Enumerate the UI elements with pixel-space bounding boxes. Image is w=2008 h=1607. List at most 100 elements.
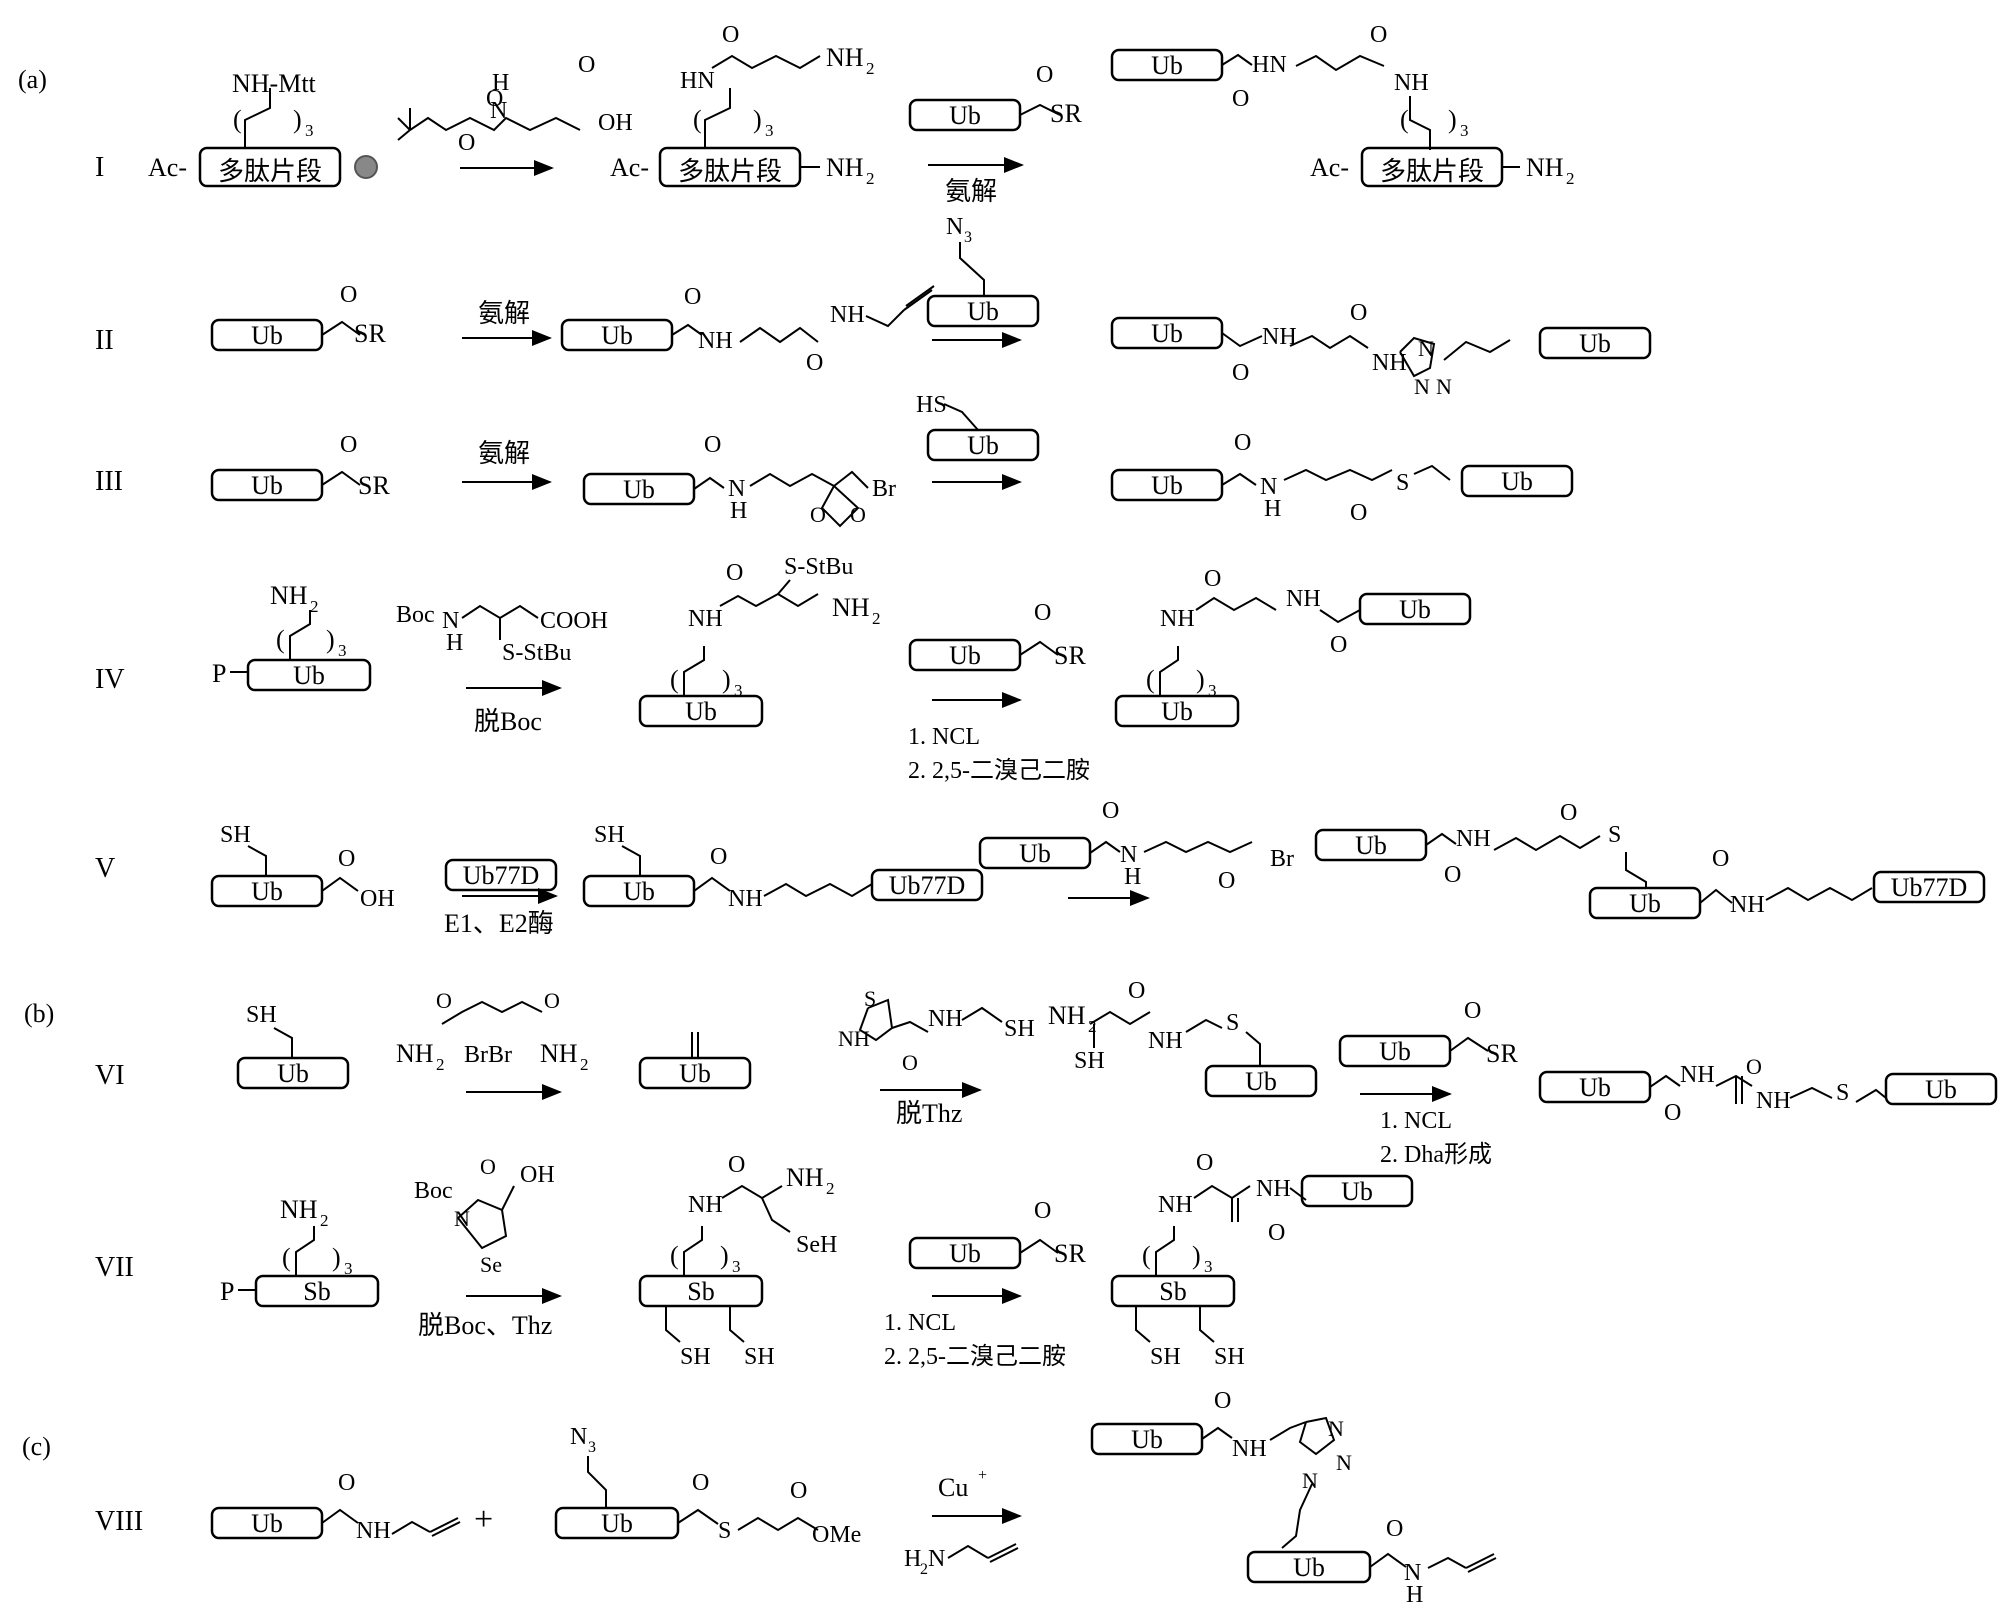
oxygen-label: O [1232,360,1249,386]
ub-box [1358,592,1472,626]
boc-label: Boc [396,602,435,628]
subscript: 3 [964,229,972,246]
sr-label: SR [1054,641,1086,670]
oxygen-label: O [1214,1388,1231,1414]
reagent-label: 脱Boc、Thz [418,1311,552,1340]
nh-label: NH [1158,1192,1193,1218]
triazole-ring [1298,1416,1336,1456]
nh-label: NH [928,1006,963,1032]
bond-chain [961,1006,1003,1023]
ub-thioester-box-label: Ub [949,641,981,670]
bond-chain [1135,1306,1151,1343]
bond-chain [1443,339,1511,361]
subscript: 2 [320,1211,329,1230]
paren: ) [293,105,302,134]
n-label: N [1120,842,1137,868]
azide-label: N [570,1424,587,1450]
amine-label: NH [1048,1001,1086,1030]
sr-label: SR [354,319,386,348]
oxygen-label: O [1350,300,1367,326]
oxygen-label: O [1102,798,1119,824]
row-label-V: V [95,853,115,884]
amine-label: NH [1526,153,1564,182]
bond-chain [1699,888,1733,904]
reagent-label: 1. NCL [908,724,980,750]
bond-chain [1221,53,1253,66]
thiol-label: SH [680,1344,711,1370]
bond-chain [1199,1306,1215,1343]
bond-chain [1319,609,1361,624]
dioxolane-ring [820,485,860,528]
bond-chain [1019,1238,1059,1254]
bond-chain [321,1508,359,1524]
sb-box [638,1274,764,1308]
bond-chain [501,1185,515,1211]
subscript: 2 [310,597,319,616]
s-stbu-label: S-StBu [502,640,571,666]
bond-chain [1089,840,1121,854]
oxygen-label: O [1746,1054,1762,1079]
oxygen-label: O [1370,22,1387,48]
section-label-c: (c) [22,1432,51,1461]
ub-azide-box-label: Ub [601,1509,633,1538]
oxygen-label: O [1218,868,1235,894]
row-label-II: II [95,325,114,356]
ub-box [1460,464,1574,498]
paren: ) [720,1241,729,1270]
azide-label: N [946,214,963,240]
oxygen-label: O [726,560,743,586]
paren: ) [1196,665,1205,694]
reagent-label: 1. NCL [884,1310,956,1336]
bond-chain [1201,1426,1233,1440]
section-label-a: (a) [18,65,47,94]
subscript: 3 [732,1257,741,1276]
nh-label: NH [728,886,763,912]
bond-chain [391,1520,431,1535]
bond [777,579,791,595]
nh-label: NH [1256,1176,1291,1202]
bond-chain [1369,1552,1407,1568]
bond-chain [1295,54,1385,72]
ub-box [1204,1064,1318,1098]
oxygen-label: O [722,22,739,48]
bond-chain [1185,1018,1223,1033]
reagent-chain [409,116,581,132]
n-label: N [442,608,459,634]
amine-label: NH [826,43,864,72]
nh-label: NH [356,1518,391,1544]
ub-box-label: Ub [1341,1177,1373,1206]
peptide-box-label: 多肽片段 [1380,157,1484,186]
subscript: 3 [338,641,347,660]
nh-label: NH [830,302,865,328]
bond-chain [461,604,539,620]
bond [989,1547,1019,1563]
subscript: 2 [580,1055,589,1074]
acetyl-label: Ac- [610,153,649,182]
lysine-side-chain [244,88,271,148]
ub-box [1114,694,1240,728]
subscript: 3 [305,121,314,140]
reagent-label: 氨解 [478,299,530,328]
thiol-label: SH [1074,1048,1105,1074]
amine-label: NH [270,581,308,610]
row-label-III: III [95,466,123,497]
amine-label: NH [832,593,870,622]
row-label-VIII: VIII [95,1506,143,1537]
oxygen-label: O [790,1478,807,1504]
n-label: N [1260,474,1277,500]
reagent-label: E1、E2酶 [444,909,554,938]
oxygen-label: O [480,1154,496,1179]
ub-thioester-box-label: Ub [251,471,283,500]
row-label-I: I [95,152,104,183]
reagent-label: 2. 2,5-二溴己二胺 [884,1343,1066,1370]
bond-chain [683,1226,703,1276]
thiol-label: SH [1214,1344,1245,1370]
sr-label: SR [358,471,390,500]
oxygen-label: O [436,988,452,1013]
hydroxyl-label: OH [360,886,395,912]
oxygen-label: O [1464,998,1481,1024]
bond-chain [1625,852,1647,888]
peptide-box [198,146,342,188]
bond-chain [1019,640,1059,656]
